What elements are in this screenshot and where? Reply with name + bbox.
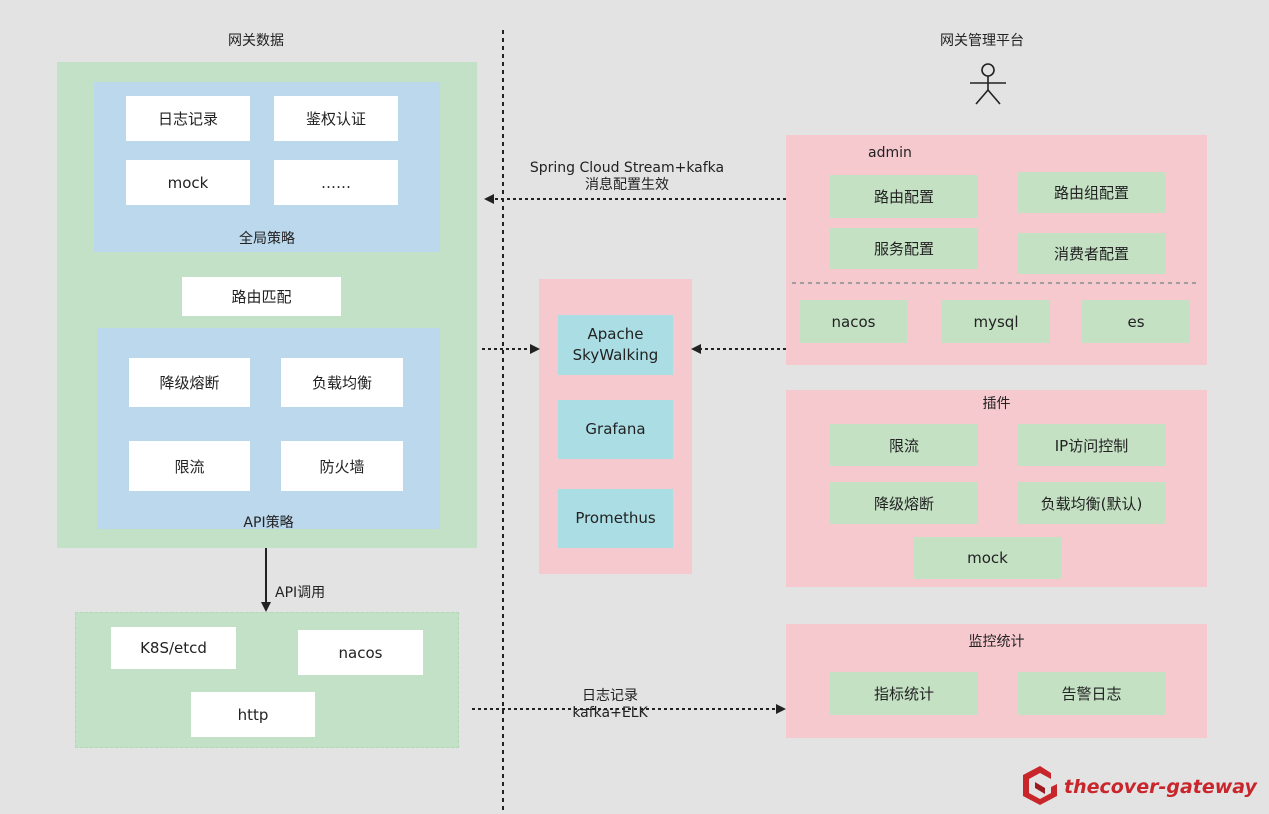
store-nacos: nacos [800,300,907,343]
admin-consumer-config[interactable]: 消费者配置 [1018,233,1165,274]
tool-prometheus: Promethus [558,489,673,548]
registry-item-http: http [191,692,315,737]
monitoring-alert-logs[interactable]: 告警日志 [1018,672,1165,715]
stream-label: Spring Cloud Stream+kafka 消息配置生效 [512,160,742,194]
plugin-circuit-breaker[interactable]: 降级熔断 [830,482,978,524]
store-es: es [1082,300,1190,343]
log-label-line1: 日志记录 [582,688,638,704]
plugin-mock[interactable]: mock [914,537,1061,579]
api-policy-item-circuit-breaker: 降级熔断 [129,358,250,407]
admin-route-config[interactable]: 路由配置 [830,175,978,218]
admin-service-config[interactable]: 服务配置 [830,228,978,269]
global-policy-label: 全局策略 [239,231,295,247]
plugins-title: 插件 [982,396,1011,412]
log-label: 日志记录 kafka+ELK [540,688,680,722]
api-policy-item-firewall: 防火墙 [281,441,403,491]
global-policy-item-auth: 鉴权认证 [274,96,398,141]
plugin-rate-limit[interactable]: 限流 [830,424,978,466]
route-match-box: 路由匹配 [182,277,341,316]
registry-item-k8s: K8S/etcd [111,627,236,669]
api-call-label: API调用 [275,585,326,601]
stream-label-line1: Spring Cloud Stream+kafka [529,160,725,176]
right-section-title: 网关管理平台 [940,33,1024,49]
tool-skywalking: Apache SkyWalking [558,315,673,375]
log-label-line2: kafka+ELK [572,705,648,721]
monitoring-title: 监控统计 [968,634,1025,650]
global-policy-item-logging: 日志记录 [126,96,250,141]
user-actor-icon [970,63,1006,105]
brand-name: thecover-gateway [1064,776,1257,798]
left-section-title: 网关数据 [228,33,284,49]
monitoring-metrics[interactable]: 指标统计 [830,672,978,715]
global-policy-item-mock: mock [126,160,250,205]
plugin-ip-access[interactable]: IP访问控制 [1018,424,1165,466]
stream-label-line2: 消息配置生效 [585,177,669,193]
admin-title: admin [868,145,912,161]
api-policy-label: API策略 [243,515,294,531]
store-mysql: mysql [942,300,1050,343]
admin-route-group-config[interactable]: 路由组配置 [1018,172,1165,213]
plugin-load-balance[interactable]: 负载均衡(默认) [1018,482,1165,524]
tool-grafana: Grafana [558,400,673,459]
brand-logo-icon [1023,766,1057,805]
global-policy-item-more: …… [274,160,398,205]
api-policy-item-rate-limit: 限流 [129,441,250,491]
registry-item-nacos: nacos [298,630,423,675]
api-policy-item-load-balance: 负载均衡 [281,358,403,407]
